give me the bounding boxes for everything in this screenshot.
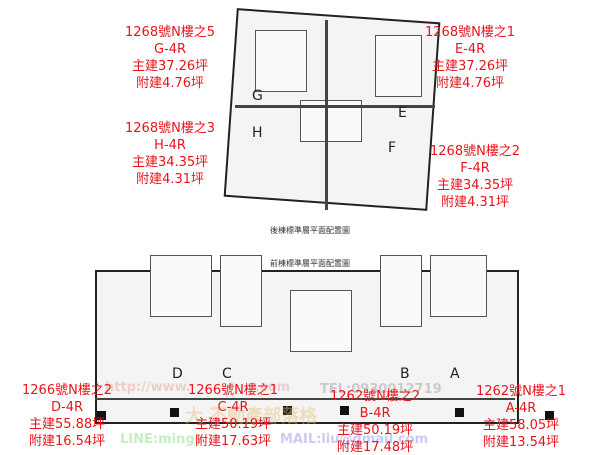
unit-letter-a: A: [450, 366, 460, 382]
label-main-area: 主建55.88坪: [28, 417, 106, 432]
label-unit: G-4R: [154, 42, 187, 57]
watermark-line: LINE:mingy: [120, 432, 204, 447]
unit-letter-g: G: [252, 88, 263, 104]
unit-label-g: 1268號N樓之5 G-4R 主建37.26坪 附建4.76坪: [125, 24, 215, 92]
label-unit: H-4R: [154, 138, 186, 153]
label-unit: A-4R: [505, 401, 537, 416]
label-main-area: 主建58.05坪: [482, 418, 560, 433]
label-address: 1262號N樓之1: [476, 384, 567, 399]
label-unit: B-4R: [359, 406, 391, 421]
label-main-area: 主建34.35坪: [436, 178, 514, 193]
label-main-area: 主建50.19坪: [194, 417, 272, 432]
unit-label-c: 1266號N樓之1 C-4R 主建50.19坪 附建17.63坪: [188, 382, 278, 450]
label-main-area: 主建50.19坪: [336, 423, 414, 438]
label-annex-area: 附建17.63坪: [194, 434, 272, 449]
watermark-blog: 大 不動產部落格: [185, 406, 318, 427]
label-annex-area: 附建4.76坪: [436, 76, 505, 91]
unit-label-a: 1262號N樓之1 A-4R 主建58.05坪 附建13.54坪: [476, 383, 566, 451]
label-annex-area: 附建16.54坪: [28, 434, 106, 449]
label-address: 1266號N樓之2: [22, 383, 113, 398]
watermark-mail: MAIL:liu@gmail.com: [280, 432, 429, 447]
label-address: 1268號N樓之5: [125, 25, 216, 40]
label-address: 1262號N樓之2: [330, 389, 421, 404]
label-unit: C-4R: [217, 400, 249, 415]
label-annex-area: 附建4.31坪: [441, 195, 510, 210]
unit-label-b: 1262號N樓之2 B-4R 主建50.19坪 附建17.48坪: [330, 388, 420, 455]
unit-label-d: 1266號N樓之2 D-4R 主建55.88坪 附建16.54坪: [22, 382, 112, 450]
label-main-area: 主建37.26坪: [431, 59, 509, 74]
label-address: 1266號N樓之1: [188, 383, 279, 398]
label-annex-area: 附建17.48坪: [336, 440, 414, 455]
label-annex-area: 附建13.54坪: [482, 435, 560, 450]
unit-letter-c: C: [222, 366, 232, 382]
unit-label-f: 1268號N樓之2 F-4R 主建34.35坪 附建4.31坪: [430, 143, 520, 211]
front-building-caption: 前棟標準層平面配置圖: [270, 259, 350, 268]
label-address: 1268號N樓之1: [425, 25, 516, 40]
unit-label-h: 1268號N樓之3 H-4R 主建34.35坪 附建4.31坪: [125, 120, 215, 188]
unit-label-e: 1268號N樓之1 E-4R 主建37.26坪 附建4.76坪: [425, 24, 515, 92]
watermark-url: http://www.: [105, 380, 191, 395]
label-address: 1268號N樓之3: [125, 121, 216, 136]
label-unit: D-4R: [51, 400, 84, 415]
label-address: 1268號N樓之2: [430, 144, 521, 159]
watermark-domain: .com: [255, 380, 291, 395]
label-main-area: 主建34.35坪: [131, 155, 209, 170]
rear-building-caption: 後棟標準層平面配置圖: [270, 226, 350, 235]
unit-letter-f: F: [388, 140, 397, 156]
unit-letter-h: H: [252, 125, 263, 141]
watermark-tel: TEL:0930012719: [320, 382, 442, 397]
unit-letter-b: B: [400, 366, 410, 382]
unit-letter-e: E: [398, 105, 407, 121]
label-annex-area: 附建4.31坪: [136, 172, 205, 187]
label-main-area: 主建37.26坪: [131, 59, 209, 74]
label-unit: E-4R: [454, 42, 486, 57]
unit-letter-d: D: [172, 366, 183, 382]
label-unit: F-4R: [460, 161, 490, 176]
label-annex-area: 附建4.76坪: [136, 76, 205, 91]
